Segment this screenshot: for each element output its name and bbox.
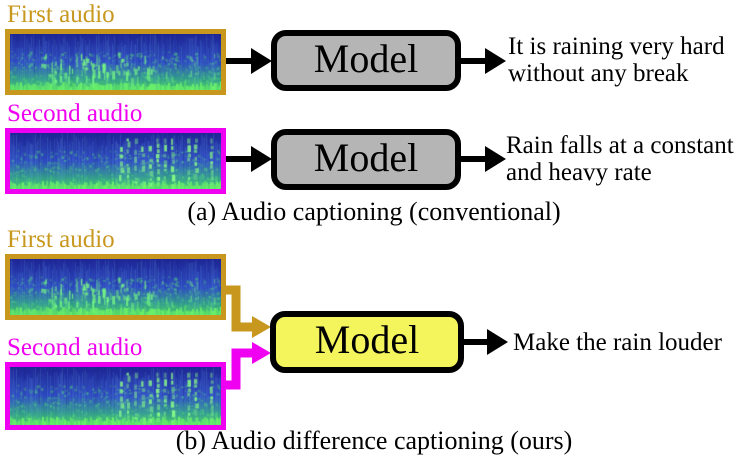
first-audio-to-model-connector (222, 285, 271, 338)
arrow-a2-output-head (485, 146, 506, 172)
section-b-first-audio-label: First audio (7, 226, 115, 253)
section-a-first-audio-label: First audio (7, 1, 115, 28)
output-caption-1-line-2: without any break (508, 60, 689, 87)
section-b-caption: (b) Audio difference captioning (ours) (175, 426, 573, 455)
output-caption-2-line-2: and heavy rate (506, 159, 652, 186)
arrow-a1-output-line (460, 58, 487, 64)
output-caption-1-line-1: It is raining very hard (508, 33, 725, 60)
section-b-first-audio-spectrogram (5, 254, 226, 320)
second-audio-to-model-connector (222, 342, 271, 390)
arrow-b-output-line (463, 339, 489, 345)
second-audio-spectrogram-image (10, 367, 221, 425)
section-b-model-label: Model (314, 317, 420, 362)
arrow-a1-output-head (485, 48, 506, 74)
second-audio-spectrogram-image (10, 133, 221, 189)
section-a-model-box-1: Model (271, 30, 461, 91)
arrow-a2-input-line (226, 156, 253, 162)
section-a-output-caption-2: Rain falls at a constant and heavy rate (506, 132, 734, 186)
section-b-model-box: Model (270, 311, 464, 373)
section-b-second-audio-label: Second audio (7, 334, 143, 361)
section-a-model-label-2: Model (313, 134, 419, 180)
section-a-model-box-2: Model (271, 129, 461, 190)
arrow-a2-output-line (460, 156, 487, 162)
first-audio-spectrogram-image (10, 34, 221, 90)
first-audio-spectrogram-image (10, 259, 221, 315)
arrow-a2-input-head (251, 146, 272, 172)
section-a-model-label-1: Model (313, 35, 419, 81)
arrow-a1-input-head (251, 48, 272, 74)
section-a-second-audio-label: Second audio (7, 100, 143, 127)
output-caption-2-line-1: Rain falls at a constant (506, 132, 734, 159)
section-a-first-audio-spectrogram (5, 29, 226, 95)
arrow-b-output-head (487, 329, 508, 355)
arrow-a1-input-line (226, 58, 253, 64)
section-b-second-audio-spectrogram (5, 362, 226, 430)
section-a-second-audio-spectrogram (5, 128, 226, 194)
section-a-caption: (a) Audio captioning (conventional) (187, 197, 561, 226)
section-a-output-caption-1: It is raining very hard without any brea… (508, 33, 725, 87)
section-b-output-caption: Make the rain louder (513, 329, 722, 356)
